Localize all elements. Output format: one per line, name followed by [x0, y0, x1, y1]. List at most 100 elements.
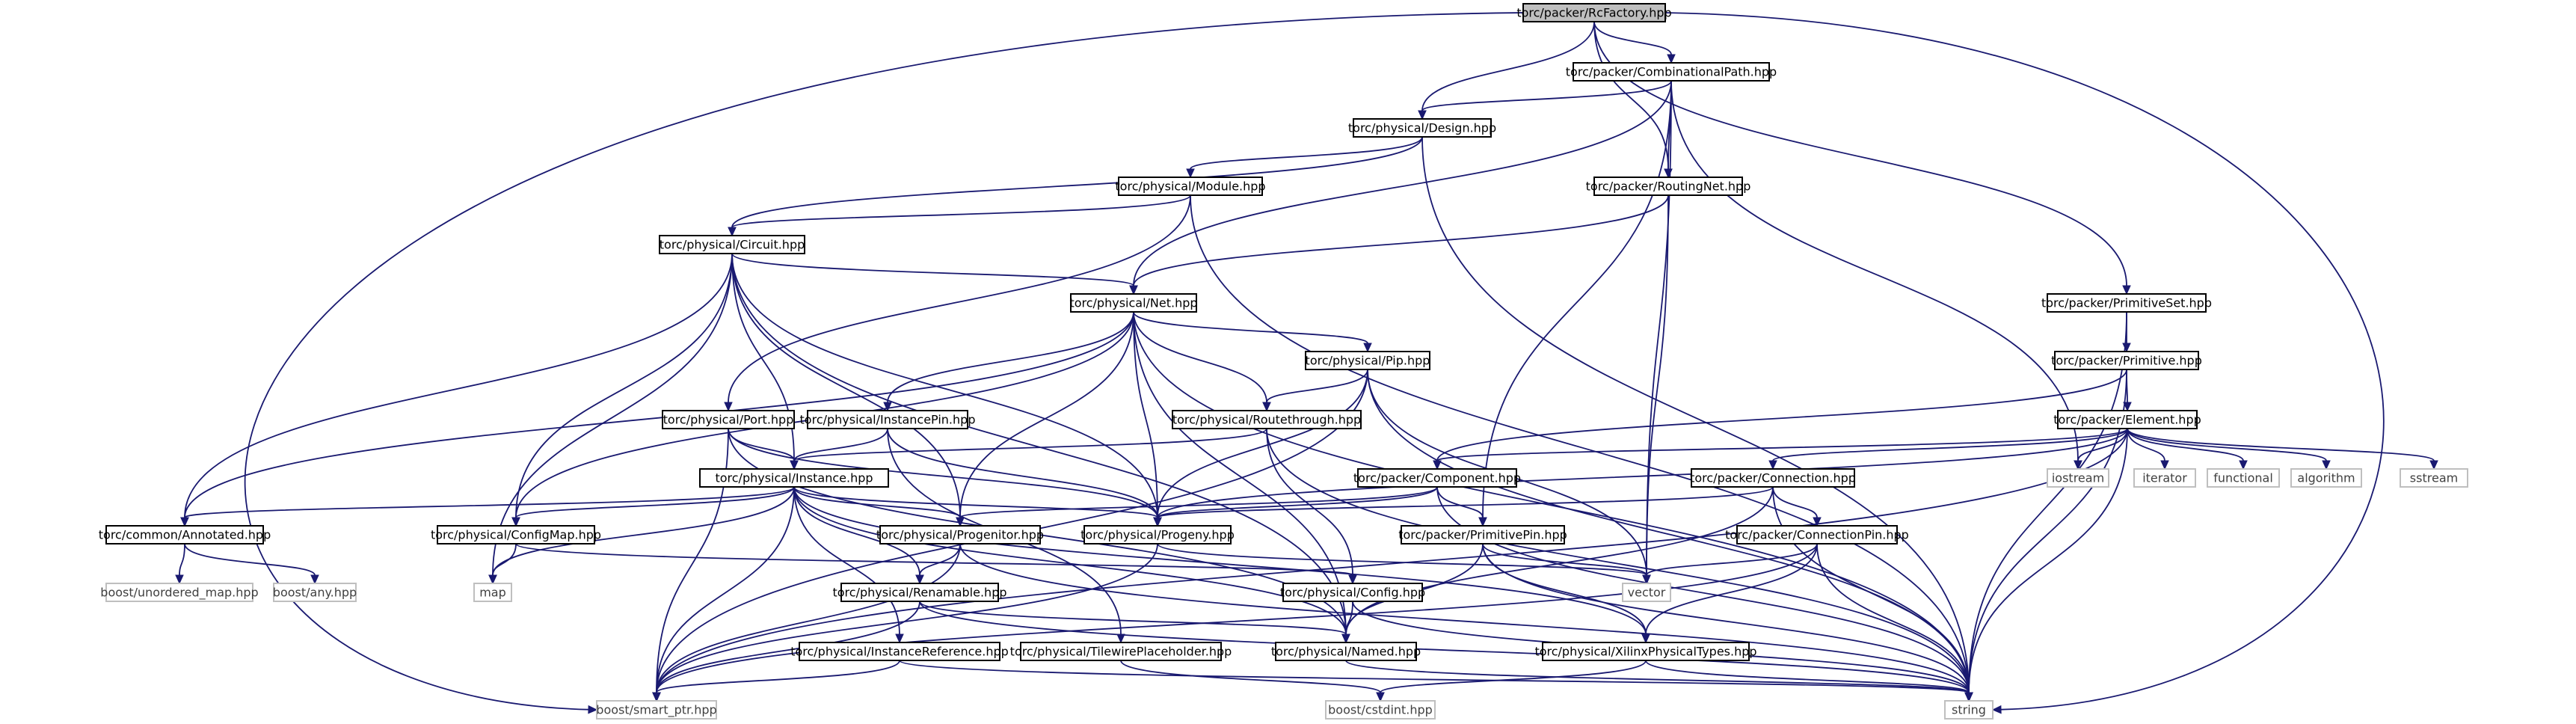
node-box — [1353, 118, 1492, 138]
node-label: torc/physical/Progenitor.hpp — [876, 528, 1044, 542]
node-map: map — [473, 583, 512, 602]
edge-line — [1968, 311, 2127, 693]
node-label: torc/packer/Primitive.hpp — [2051, 354, 2202, 368]
edge-arrowhead — [2122, 285, 2131, 295]
edge-line — [1772, 428, 2128, 461]
node-circuit[interactable]: torc/physical/Circuit.hpp — [659, 235, 805, 254]
node-connection[interactable]: torc/packer/Connection.hpp — [1690, 468, 1856, 488]
edge-line — [1345, 601, 1353, 635]
node-instref[interactable]: torc/physical/InstanceReference.hpp — [790, 642, 1009, 661]
node-label: torc/physical/Instance.hpp — [715, 471, 873, 485]
node-configmap[interactable]: torc/physical/ConfigMap.hpp — [431, 525, 601, 544]
node-connpin[interactable]: torc/packer/ConnectionPin.hpp — [1725, 525, 1909, 544]
edge-arrowhead — [1667, 54, 1676, 64]
edge-line — [1421, 80, 1672, 111]
node-box — [807, 410, 968, 429]
edge-line — [793, 486, 1158, 518]
edge-line — [919, 543, 961, 576]
edge-pip-to-routethrough — [1262, 369, 1368, 412]
node-any: boost/any.hpp — [273, 583, 357, 602]
edge-arrowhead — [588, 705, 598, 714]
edge-progeny-to-smart-ptr — [652, 543, 1158, 702]
node-element[interactable]: torc/packer/Element.hpp — [2053, 410, 2201, 429]
node-label: torc/physical/Pip.hpp — [1306, 354, 1430, 368]
node-config[interactable]: torc/physical/Config.hpp — [1280, 583, 1425, 602]
node-instance[interactable]: torc/physical/Instance.hpp — [699, 468, 889, 488]
edge-arrowhead — [1641, 634, 1650, 644]
node-tilewire[interactable]: torc/physical/TilewirePlaceholder.hpp — [1010, 642, 1232, 661]
node-box — [105, 583, 253, 602]
edge-line — [1482, 543, 1970, 693]
node-combpath[interactable]: torc/packer/CombinationalPath.hpp — [1566, 62, 1777, 82]
edge-line — [656, 486, 795, 693]
node-box — [1542, 642, 1750, 661]
node-component[interactable]: torc/packer/Component.hpp — [1353, 468, 1521, 488]
node-box — [1593, 177, 1743, 196]
edge-configmap-to-config — [515, 543, 1357, 585]
node-box — [273, 583, 357, 602]
edge-line — [1421, 136, 1970, 693]
node-label: torc/packer/RoutingNet.hpp — [1586, 180, 1751, 194]
node-xilinxtypes[interactable]: torc/physical/XilinxPhysicalTypes.hpp — [1534, 642, 1757, 661]
edge-combpath-to-primpin — [1478, 80, 1672, 527]
edge-line — [731, 253, 1158, 518]
node-box — [662, 410, 795, 429]
node-box — [1691, 468, 1855, 488]
node-label: torc/physical/Config.hpp — [1280, 586, 1425, 600]
edge-line — [1436, 486, 1970, 693]
edge-line — [656, 543, 961, 693]
node-named[interactable]: torc/physical/Named.hpp — [1271, 642, 1421, 661]
node-renamable[interactable]: torc/physical/Renamable.hpp — [832, 583, 1007, 602]
edge-arrowhead — [790, 460, 799, 470]
edge-line — [1133, 311, 1368, 344]
node-label: boost/cstdint.hpp — [1328, 703, 1433, 717]
edge-line — [1593, 21, 1672, 55]
node-net[interactable]: torc/physical/Net.hpp — [1069, 293, 1198, 313]
edge-arrowhead — [2123, 402, 2132, 412]
edge-line — [1436, 369, 2127, 461]
node-primpin[interactable]: torc/packer/PrimitivePin.hpp — [1398, 525, 1567, 544]
node-primitive[interactable]: torc/packer/Primitive.hpp — [2051, 351, 2202, 370]
edge-line — [1133, 311, 1970, 693]
node-progeny[interactable]: torc/physical/Progeny.hpp — [1080, 525, 1235, 544]
edge-line — [1190, 194, 1970, 693]
edge-arrowhead — [1813, 517, 1822, 527]
node-box — [1944, 700, 1994, 720]
edge-arrowhead — [2239, 460, 2248, 470]
node-module[interactable]: torc/physical/Module.hpp — [1115, 177, 1266, 196]
node-box — [1172, 410, 1362, 429]
node-progenitor[interactable]: torc/physical/Progenitor.hpp — [876, 525, 1044, 544]
node-primset[interactable]: torc/packer/PrimitiveSet.hpp — [2041, 293, 2212, 313]
node-instpin[interactable]: torc/physical/InstancePin.hpp — [800, 410, 976, 429]
edge-element-to-iostream — [2074, 428, 2128, 470]
edge-line — [1646, 194, 1669, 576]
edge-line — [515, 253, 733, 518]
edge-line — [2127, 428, 2327, 461]
edge-line — [179, 543, 185, 576]
edge-line — [793, 486, 900, 635]
edge-arrowhead — [1642, 574, 1651, 585]
edge-line — [899, 660, 1970, 693]
edge-arrowhead — [310, 574, 319, 585]
node-routingnet[interactable]: torc/packer/RoutingNet.hpp — [1586, 177, 1751, 196]
node-box — [1573, 62, 1770, 82]
node-pip[interactable]: torc/physical/Pip.hpp — [1305, 351, 1430, 370]
edge-instpin-to-instance — [790, 428, 888, 470]
edge-line — [793, 428, 888, 461]
edge-line — [184, 486, 795, 518]
node-design[interactable]: torc/physical/Design.hpp — [1348, 118, 1496, 138]
node-box — [2047, 293, 2207, 313]
node-routethrough[interactable]: torc/physical/Routethrough.hpp — [1172, 410, 1362, 429]
node-annotated[interactable]: torc/common/Annotated.hpp — [99, 525, 271, 544]
node-label: torc/physical/Port.hpp — [663, 413, 794, 427]
node-box — [1357, 468, 1517, 488]
node-box — [659, 235, 805, 254]
node-port[interactable]: torc/physical/Port.hpp — [662, 410, 795, 429]
edge-line — [1157, 486, 1774, 518]
edge-routingnet-to-net — [1129, 194, 1669, 295]
edge-connpin-to-xilinxtypes — [1641, 543, 1818, 644]
node-label: string — [1952, 703, 1986, 717]
node-label: iostream — [2052, 471, 2104, 485]
node-rcfactory[interactable]: torc/packer/RcFactory.hpp — [1516, 3, 1672, 22]
edge-line — [492, 543, 517, 576]
